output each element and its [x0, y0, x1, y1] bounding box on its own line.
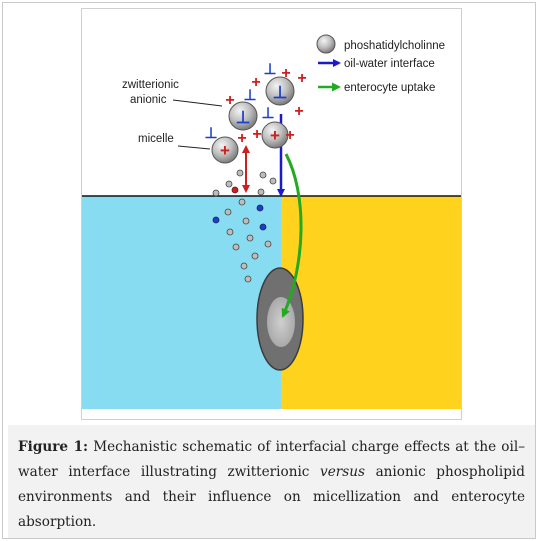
grey-particle	[236, 169, 244, 177]
caption-text-1: Mechanistic schematic of interfacial cha…	[18, 439, 525, 480]
grey-particle	[259, 171, 267, 179]
phospholipid-sphere-icon	[211, 136, 239, 164]
charge-symbols: ⊥ + + + + ⊥ + ⊥ + + ⊥ +	[204, 61, 306, 147]
pointer-anionic	[172, 99, 223, 107]
grey-particle	[257, 188, 265, 196]
plus-charge-icon: +	[294, 103, 303, 120]
grey-particle	[232, 243, 240, 251]
diagram-panel: phoshatidylcholinne oil-water interface …	[81, 8, 462, 420]
legend: phoshatidylcholinne oil-water interface …	[316, 34, 445, 94]
grey-particle	[225, 180, 233, 188]
plus-charge-icon: +	[220, 141, 230, 160]
phospholipid-sphere-icon	[265, 76, 295, 106]
grey-particle	[240, 262, 248, 270]
phospholipid-spheres: ⊥ ⊥ + +	[211, 76, 295, 164]
grey-particle	[264, 240, 272, 248]
label-anionic: anionic	[130, 94, 167, 106]
grey-particle	[226, 228, 234, 236]
caption-text-2: anionic phospholipid environments and th…	[18, 464, 525, 530]
plus-charge-icon: +	[252, 126, 261, 143]
grey-particle	[212, 189, 220, 197]
caption-panel: Figure 1: Mechanistic schematic of inter…	[8, 425, 535, 538]
enterocyte-nucleus	[267, 297, 295, 347]
plus-charge-icon: +	[237, 130, 246, 147]
oil-phase	[281, 196, 461, 409]
minus-charge-icon: ⊥	[236, 108, 251, 127]
figure-caption: Figure 1: Mechanistic schematic of inter…	[18, 435, 525, 535]
enterocyte-uptake-arrow	[281, 153, 303, 318]
minus-charge-icon: ⊥	[263, 61, 276, 78]
particles	[212, 169, 277, 283]
grey-particle	[242, 217, 250, 225]
blue-particle	[259, 223, 267, 231]
legend-label-enterocyte: enterocyte uptake	[344, 82, 435, 94]
label-micelle: micelle	[138, 133, 174, 145]
red-particle	[231, 186, 239, 194]
pointer-micelle	[177, 145, 211, 150]
grey-particle	[246, 234, 254, 242]
grey-particle	[238, 198, 246, 206]
blue-particle	[212, 216, 220, 224]
plus-charge-icon: +	[297, 70, 306, 87]
legend-label-phosphatidylcholine: phoshatidylcholinne	[344, 40, 445, 52]
grey-particle	[269, 177, 277, 185]
legend-sphere-icon	[316, 34, 336, 54]
plus-charge-icon: +	[285, 127, 294, 144]
caption-italic: versus	[320, 464, 365, 480]
phospholipid-sphere-icon	[261, 121, 289, 149]
water-phase	[82, 196, 281, 409]
minus-charge-icon: ⊥	[204, 125, 217, 142]
label-zwitterionic: zwitterionic	[122, 79, 179, 91]
legend-label-oil-water: oil-water interface	[344, 58, 435, 70]
grey-particle	[251, 252, 259, 260]
plus-charge-icon: +	[281, 65, 290, 82]
figure-label: Figure 1:	[18, 439, 89, 455]
plus-charge-icon: +	[270, 126, 280, 145]
plus-charge-icon: +	[251, 74, 260, 91]
blue-particle	[256, 204, 264, 212]
grey-particle	[224, 208, 232, 216]
minus-charge-icon: ⊥	[243, 87, 256, 104]
grey-particle	[244, 275, 252, 283]
minus-charge-icon: ⊥	[261, 105, 274, 122]
minus-charge-icon: ⊥	[273, 83, 288, 102]
phospholipid-sphere-icon	[228, 101, 258, 131]
interface-diagram: phoshatidylcholinne oil-water interface …	[82, 34, 461, 409]
plus-charge-icon: +	[225, 92, 234, 109]
